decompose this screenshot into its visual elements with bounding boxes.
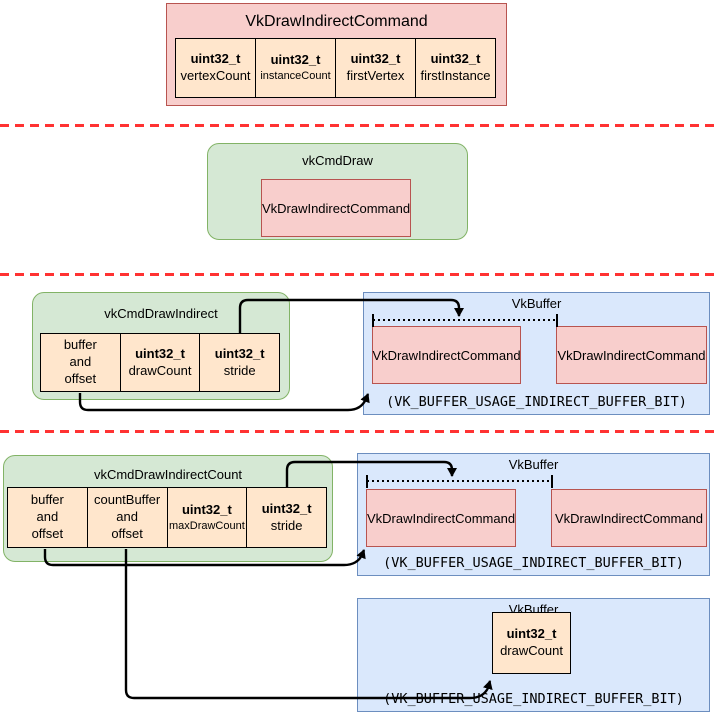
field-name: vertexCount xyxy=(180,68,251,83)
param-name: countBuffer and offset xyxy=(93,492,161,541)
field-firstvertex: uint32_t firstVertex xyxy=(335,39,415,97)
param-maxdrawcount: uint32_t maxDrawCount xyxy=(166,488,247,547)
vkcmddrawindirect-box: vkCmdDrawIndirect buffer and offset uint… xyxy=(32,292,290,400)
field-vertexcount: uint32_t vertexCount xyxy=(176,39,255,97)
param-name: buffer and offset xyxy=(30,492,64,541)
field-firstinstance: uint32_t firstInstance xyxy=(415,39,495,97)
field-type: uint32_t xyxy=(270,52,321,68)
drawcount-field-box: uint32_t drawCount xyxy=(492,612,571,674)
param-name: maxDrawCount xyxy=(168,519,245,532)
vkcmddrawindirectcount-box: vkCmdDrawIndirectCount buffer and offset… xyxy=(3,455,333,562)
field-name: firstInstance xyxy=(420,68,491,83)
field-type: uint32_t xyxy=(430,51,481,67)
buffer-usage-flag: (VK_BUFFER_USAGE_INDIRECT_BUFFER_BIT) xyxy=(386,394,687,410)
param-name: drawCount xyxy=(128,362,192,378)
param-type: uint32_t xyxy=(214,345,265,361)
param-stride: uint32_t stride xyxy=(199,334,280,391)
vkcmddrawindirect-title: vkCmdDrawIndirect xyxy=(104,306,218,321)
param-stride: uint32_t stride xyxy=(246,488,326,547)
vkbuffer-title: VkBuffer xyxy=(508,457,559,472)
param-buffer-offset: buffer and offset xyxy=(8,488,87,547)
vkbuffer-indirect-count-commands-box: VkBuffer VkDrawIndirectCommand VkDrawInd… xyxy=(357,453,710,576)
field-name: drawCount xyxy=(500,643,563,658)
param-drawcount: uint32_t drawCount xyxy=(119,334,200,391)
vkcmddrawindirectcount-title: vkCmdDrawIndirectCount xyxy=(93,467,243,482)
buffer-command-0: VkDrawIndirectCommand xyxy=(372,326,521,384)
param-name: stride xyxy=(270,517,303,533)
vkbuffer-drawcount-box: VkBuffer uint32_t drawCount (VK_BUFFER_U… xyxy=(357,598,710,712)
param-name: buffer and offset xyxy=(63,337,97,386)
vkcmddraw-title: vkCmdDraw xyxy=(302,153,373,168)
buffer-usage-flag: (VK_BUFFER_USAGE_INDIRECT_BUFFER_BIT) xyxy=(383,691,684,707)
param-buffer-offset: buffer and offset xyxy=(41,334,120,391)
param-type: uint32_t xyxy=(261,500,312,516)
struct-vkdrawindirectcommand-box: VkDrawIndirectCommand uint32_t vertexCou… xyxy=(166,3,507,106)
buffer-command-0: VkDrawIndirectCommand xyxy=(366,489,516,547)
param-countbuffer-offset: countBuffer and offset xyxy=(86,488,167,547)
vkcmddrawindirectcount-params-row: buffer and offset countBuffer and offset… xyxy=(7,487,327,548)
buffer-command-1: VkDrawIndirectCommand xyxy=(551,489,707,547)
vkcmddraw-command-box: VkDrawIndirectCommand xyxy=(261,179,411,237)
vkbuffer-indirect-box: VkBuffer VkDrawIndirectCommand VkDrawInd… xyxy=(363,292,710,415)
struct-title: VkDrawIndirectCommand xyxy=(245,13,428,30)
vkcmddrawindirect-params-row: buffer and offset uint32_t drawCount uin… xyxy=(40,333,280,392)
struct-fields-row: uint32_t vertexCount uint32_t instanceCo… xyxy=(175,38,496,98)
vkcmddraw-box: vkCmdDraw VkDrawIndirectCommand xyxy=(207,143,468,240)
section-separator-1 xyxy=(0,124,715,127)
field-type: uint32_t xyxy=(190,51,241,67)
param-type: uint32_t xyxy=(135,345,185,361)
buffer-usage-flag: (VK_BUFFER_USAGE_INDIRECT_BUFFER_BIT) xyxy=(383,555,684,571)
field-type: uint32_t xyxy=(506,626,557,642)
param-type: uint32_t xyxy=(181,501,232,517)
field-name: instanceCount xyxy=(260,70,331,83)
field-type: uint32_t xyxy=(350,51,401,67)
section-separator-2 xyxy=(0,273,715,276)
param-name: stride xyxy=(223,362,256,378)
section-separator-3 xyxy=(0,430,715,433)
field-name: firstVertex xyxy=(346,68,405,83)
vkbuffer-title: VkBuffer xyxy=(511,296,562,311)
field-instancecount: uint32_t instanceCount xyxy=(255,39,335,97)
buffer-command-1: VkDrawIndirectCommand xyxy=(556,326,707,384)
